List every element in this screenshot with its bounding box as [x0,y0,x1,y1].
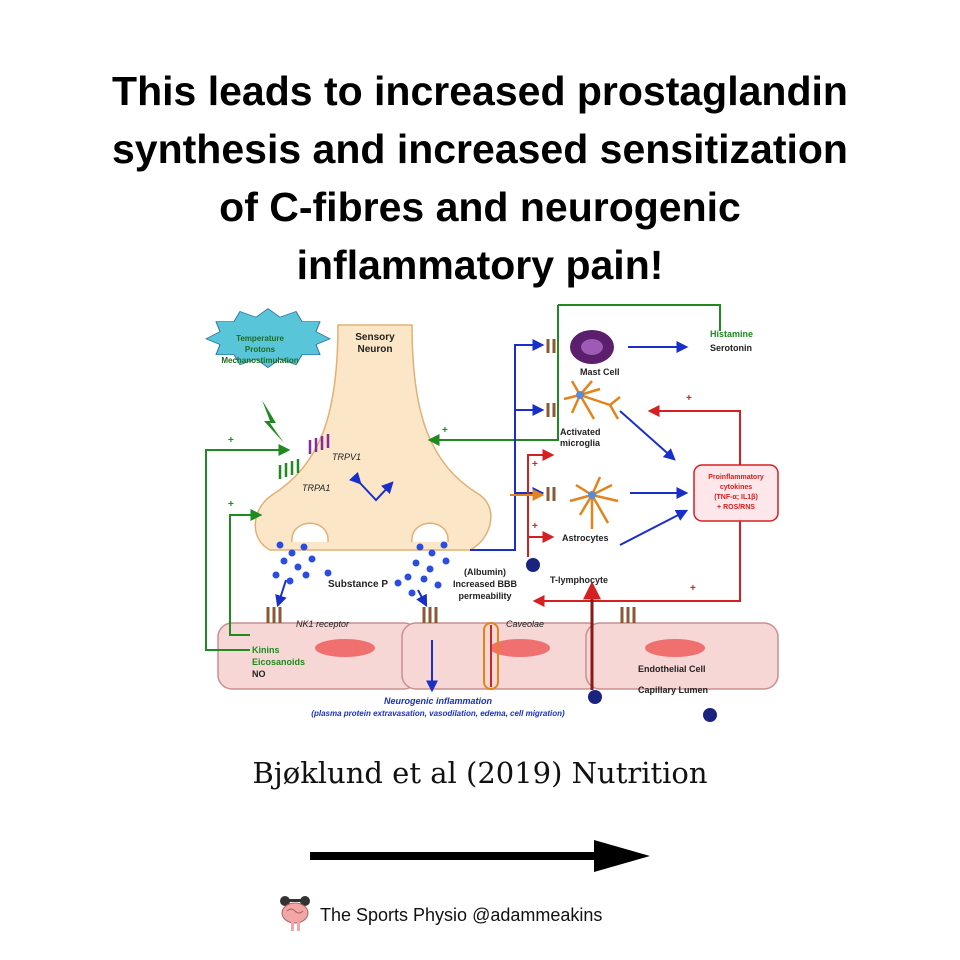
plus-sign: + [690,583,696,594]
plus-sign: + [442,425,448,436]
mast-cell-label: Mast Cell [580,367,620,377]
green-feedback-arrows [205,304,721,651]
sensory-neuron-label-1: Sensory [355,332,395,343]
trpa1-receptor [278,459,300,479]
plus-sign: + [532,459,538,470]
nucleus-2 [490,639,550,657]
neuroinflammation-diagram: Temperature Protons Mechanostimulation S… [205,304,779,722]
endothelial-cell-label: Endothelial Cell [638,664,706,674]
brain-mascot-icon [280,896,310,931]
proinflammatory-label-2: cytokines [720,484,752,491]
nucleus-1 [315,639,375,657]
proinflammatory-label-3: (TNF-α; IL1β) [714,494,758,501]
microglia-label-1: Activated [560,427,601,437]
stimulus-label-2: Protons [245,345,276,354]
trpv1-label: TRPV1 [332,452,361,462]
caveolae-channel [483,622,499,690]
stimulus-label-3: Mechanostimulation [221,356,298,365]
headline-line-2: synthesis and increased sensitization [112,126,848,172]
capillary-lumen-label: Capillary Lumen [638,685,708,695]
no-label: NO [252,669,266,679]
serotonin-label: Serotonin [710,343,752,353]
mast-cell [570,330,614,364]
bbb-label-2: Increased BBB [453,579,518,589]
headline: This leads to increased prostaglandin sy… [40,62,920,294]
t-lymphocyte-label: T-lymphocyte [550,575,608,585]
nucleus-3 [645,639,705,657]
nk1-receptor-left [266,607,282,623]
plus-sign: + [686,393,692,404]
brand-footer: The Sports Physio @adammeakins [278,895,602,935]
next-arrow-icon [310,840,650,872]
plus-sign: + [228,435,234,446]
neurogenic-inflammation-label: Neurogenic inflammation [384,696,493,706]
nk1-receptor-mid [422,607,438,623]
cell-receptors [546,339,556,501]
activated-microglia [563,380,621,420]
bbb-label-1: (Albumin) [464,567,506,577]
kinins-label: Kinins [252,645,280,655]
brand-text: The Sports Physio @adammeakins [320,904,603,925]
astrocytes-label: Astrocytes [562,533,609,543]
nk1-receptor-label: NK1 receptor [296,619,350,629]
substance-p-vesicles [272,541,450,597]
endothelial-band [217,622,779,690]
sensory-neuron-label-2: Neuron [358,344,393,355]
substance-p-label: Substance P [328,579,388,590]
caveolae-label: Caveolae [506,619,544,629]
red-arrows [527,405,741,607]
histamine-label: Histamine [710,329,753,339]
proinflammatory-label-1: Proinflammatory [708,474,764,481]
plus-sign: + [532,521,538,532]
trpa1-label: TRPA1 [302,483,330,493]
headline-line-1: This leads to increased prostaglandin [112,68,848,114]
headline-line-4: inflammatory pain! [296,242,664,288]
headline-line-3: of C-fibres and neurogenic [219,184,741,230]
proinflammatory-box [693,464,779,522]
proinflammatory-label-4: + ROS/RNS [717,504,755,511]
trpv1-receptor [308,434,330,454]
plus-sign: + [228,499,234,510]
eicosanoids-label: Eicosanoids [252,657,305,667]
astrocyte [569,476,619,529]
neurogenic-details-label: (plasma protein extravasation, vasodilat… [311,709,565,718]
stimulus-star [205,308,331,443]
citation: Bjøklund et al (2019) Nutrition [252,756,708,790]
microglia-label-2: microglia [560,438,601,448]
stimulus-label-1: Temperature [236,334,284,343]
t-lymphocyte-cells [526,558,717,722]
nk1-receptor-right [620,607,636,623]
bbb-label-3: permeability [458,591,511,601]
